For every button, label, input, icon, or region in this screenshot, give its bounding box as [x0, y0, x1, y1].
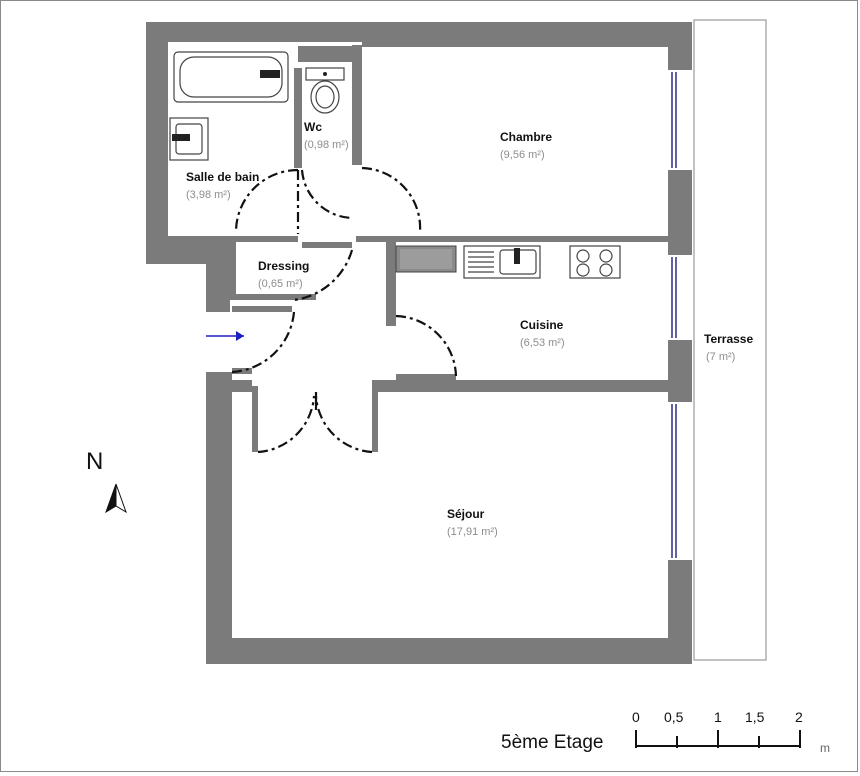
windows — [671, 72, 677, 558]
door-swings — [231, 166, 458, 454]
kitchen-sink — [463, 245, 541, 279]
room-name-wc: Wc — [304, 120, 322, 134]
room-name-sejour: Séjour — [447, 507, 485, 521]
room-area-dressing: (0,65 m²) — [258, 278, 303, 290]
scale-tick-label: 0 — [632, 709, 640, 725]
scale-tick-label: 2 — [795, 709, 803, 725]
room-name-chambre: Chambre — [500, 130, 552, 144]
scale-bar — [635, 730, 801, 748]
terrace-outline — [693, 19, 767, 661]
floor-label: 5ème Etage — [501, 732, 603, 753]
toilet — [305, 67, 345, 114]
scale-tick-label: 1,5 — [745, 709, 765, 725]
scale-tick-label: 1 — [714, 709, 722, 725]
walls — [146, 22, 692, 664]
north-arrow — [105, 483, 127, 514]
room-area-cuisine: (6,53 m²) — [520, 337, 565, 349]
room-name-terrasse: Terrasse — [704, 332, 753, 346]
bathtub — [173, 51, 289, 103]
room-area-wc: (0,98 m²) — [304, 139, 349, 151]
room-name-dressing: Dressing — [258, 259, 309, 273]
room-area-chambre: (9,56 m²) — [500, 149, 545, 161]
washbasin — [169, 117, 209, 161]
room-area-terrasse: (7 m²) — [706, 351, 735, 363]
room-name-salle-de-bain: Salle de bain — [186, 170, 259, 184]
compass-north-label: N — [86, 448, 103, 475]
cooktop — [569, 245, 621, 279]
scale-tick-label: 0,5 — [664, 709, 684, 725]
scale-unit-label: m — [820, 741, 830, 755]
entrance-arrow — [206, 331, 244, 341]
kitchen-counter — [395, 245, 457, 273]
room-name-cuisine: Cuisine — [520, 318, 564, 332]
room-area-salle-de-bain: (3,98 m²) — [186, 189, 231, 201]
room-area-sejour: (17,91 m²) — [447, 526, 498, 538]
